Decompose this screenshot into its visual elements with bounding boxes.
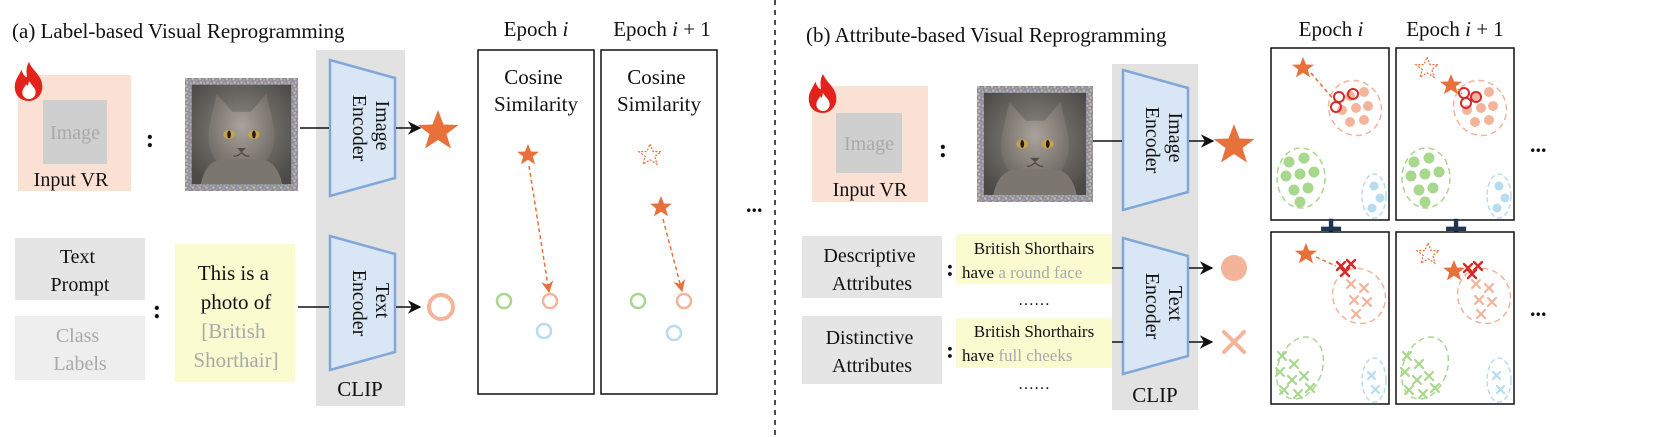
class-point-green [629, 292, 647, 310]
descriptive-text-box [956, 234, 1112, 284]
cosine-label-i1: Cosine Similarity [617, 65, 702, 116]
text-encoder-b [1121, 236, 1190, 376]
colon-b1: : [939, 134, 948, 163]
epoch-i1-top-b [1395, 47, 1515, 221]
ellipsis-a: ... [746, 192, 763, 217]
image-encoder-label-a: Image Encoder [348, 95, 393, 162]
image-placeholder-b [836, 113, 902, 173]
image-encoder-a [328, 58, 397, 198]
text-prompt-box [15, 238, 145, 300]
fire-icon [808, 74, 837, 113]
circle-icon [1221, 255, 1247, 281]
distinctive-dots: …… [1018, 376, 1050, 393]
clip-label-b: CLIP [1132, 383, 1178, 407]
colon-a2: : [153, 295, 162, 324]
epoch-i1-header-b: Epoch i + 1 [1406, 17, 1504, 41]
input-vr-label-a: Input VR [34, 169, 109, 191]
epoch-i-top-b [1270, 47, 1390, 221]
prompt-class-text: [British Shorthair] [193, 319, 278, 372]
epoch-i-bottom-b [1270, 231, 1390, 405]
epoch-i1-box-a [600, 49, 718, 395]
image-encoder-label-b: Image Encoder [1141, 107, 1186, 174]
descriptive-text-line2: have a round face [962, 263, 1082, 282]
star-icon [1440, 74, 1462, 95]
ellipsis-b1: ... [1530, 132, 1547, 157]
descriptive-dots: …… [1018, 292, 1050, 309]
cat-photo [977, 86, 1093, 202]
cat-photo [184, 78, 299, 191]
distinctive-text-line1: British Shorthairs [974, 322, 1094, 341]
similarity-arrow [662, 218, 686, 293]
epoch-i1-bottom-b [1395, 231, 1515, 405]
clip-label-a: CLIP [337, 377, 383, 401]
descriptive-box [802, 236, 942, 298]
descriptive-label: Descriptive Attributes [823, 245, 920, 295]
epoch-i1-header-a: Epoch i + 1 [613, 17, 711, 41]
fire-icon [14, 62, 43, 101]
star-outline-icon [1414, 55, 1440, 79]
prompt-text: This is a photo of [198, 261, 274, 314]
text-encoder-label-b: Text Encoder [1141, 273, 1186, 340]
class-point-green [495, 292, 513, 310]
panel-a-title: (a) Label-based Visual Reprogramming [12, 19, 345, 43]
image-placeholder-label-b: Image [844, 133, 894, 155]
panel-b-title: (b) Attribute-based Visual Reprogramming [806, 23, 1167, 47]
star-icon [1295, 243, 1317, 264]
distinctive-label: Distinctive Attributes [826, 327, 919, 377]
epoch-i-box-a [477, 49, 595, 395]
class-labels-box [15, 316, 145, 380]
class-point-blue [535, 322, 553, 340]
circle-icon [427, 293, 455, 321]
colon-a1: : [146, 124, 155, 153]
class-labels-label: Class Labels [53, 325, 107, 375]
star-icon [517, 144, 539, 165]
class-point-salmon [541, 292, 559, 310]
star-icon [417, 110, 459, 149]
distinctive-box [802, 316, 942, 384]
input-vr-label-b: Input VR [833, 179, 908, 201]
class-point-blue [665, 324, 683, 342]
epoch-i-header-b: Epoch i [1299, 17, 1364, 41]
star-icon [1213, 124, 1255, 163]
image-placeholder-a [43, 100, 107, 164]
ellipsis-b2: ... [1530, 296, 1547, 321]
star-outline-icon [1415, 241, 1441, 265]
image-encoder-b [1121, 68, 1190, 212]
star-icon [1443, 260, 1465, 281]
descriptive-text-line1: British Shorthairs [974, 239, 1094, 258]
star-icon [650, 196, 672, 217]
cross-icon [1222, 330, 1246, 354]
distinctive-text-box [956, 318, 1112, 368]
epoch-i-header-a: Epoch i [504, 17, 569, 41]
colon-b3: : [946, 338, 954, 364]
text-encoder-a [328, 234, 397, 372]
text-prompt-label: Text Prompt [51, 246, 110, 296]
colon-b2: : [946, 256, 954, 282]
cosine-label-i: Cosine Similarity [494, 65, 579, 116]
prompt-box [175, 244, 295, 382]
distinctive-text-line2: have full cheeks [962, 346, 1072, 365]
star-icon [1292, 57, 1314, 78]
star-outline-icon [637, 142, 663, 166]
similarity-arrow [528, 165, 554, 294]
text-encoder-label-a: Text Encoder [348, 270, 393, 337]
image-placeholder-label-a: Image [50, 122, 100, 144]
class-point-salmon [675, 292, 693, 310]
